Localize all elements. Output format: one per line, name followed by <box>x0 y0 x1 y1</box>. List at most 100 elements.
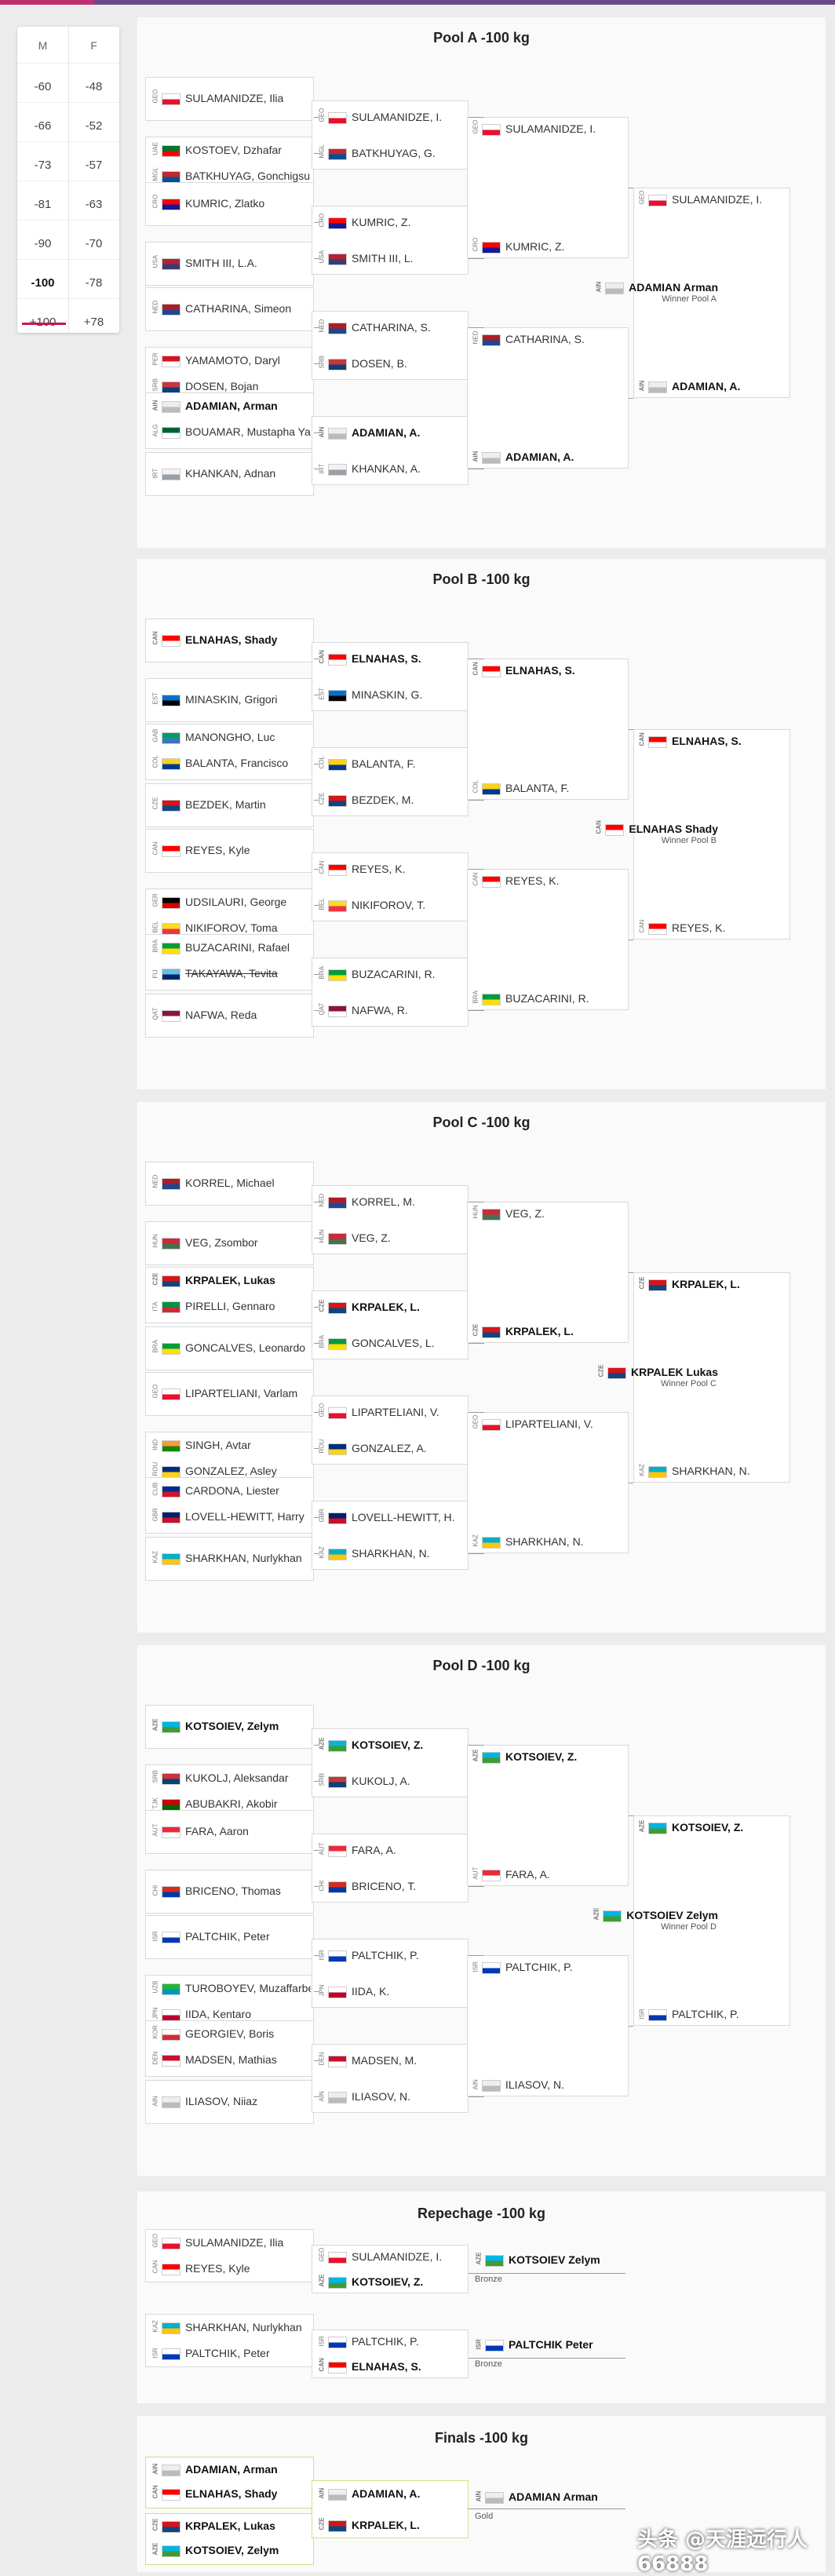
weight-option-women-5[interactable]: -78 <box>85 276 103 290</box>
weight-option-men-5[interactable]: -100 <box>31 276 55 290</box>
weight-option-men-0[interactable]: -60 <box>34 80 52 93</box>
weight-option-men-3[interactable]: -81 <box>34 198 52 211</box>
weight-option-men-2[interactable]: -73 <box>34 159 52 172</box>
weight-option-men-4[interactable]: -90 <box>34 237 52 250</box>
weight-option-men-6[interactable]: +100 <box>17 316 68 329</box>
weight-option-women-2[interactable]: -57 <box>85 159 103 172</box>
weight-option-women-3[interactable]: -63 <box>85 198 103 211</box>
weight-option-men-1[interactable]: -66 <box>34 119 52 133</box>
